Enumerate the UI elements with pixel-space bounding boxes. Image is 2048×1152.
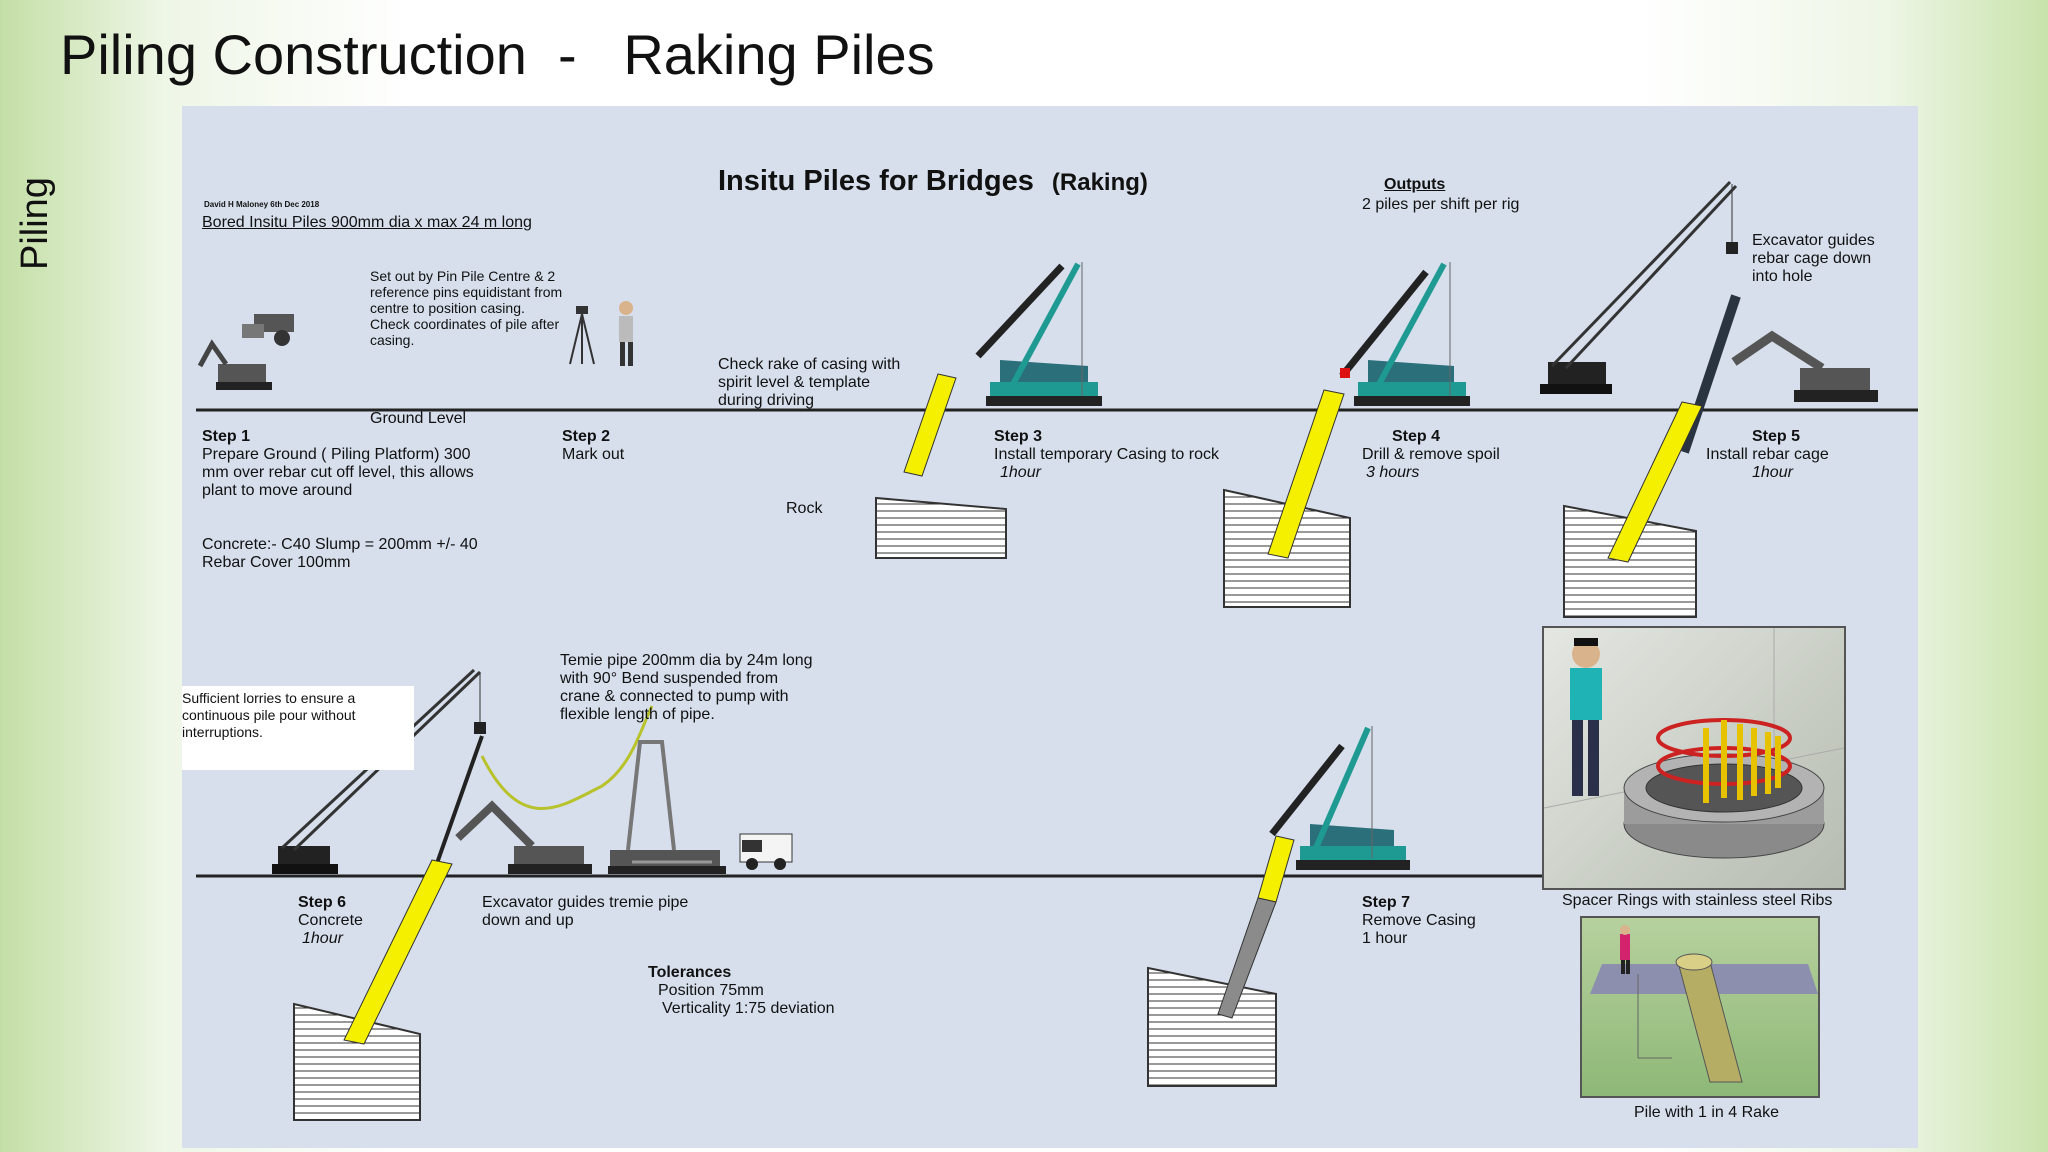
rake-check-note: Check rake of casing with spirit level &…	[718, 356, 901, 409]
concrete-pump-truck	[608, 740, 726, 874]
outputs-heading: Outputs	[1384, 176, 1446, 193]
piling-rig-step4	[1339, 262, 1470, 406]
ground-level-label: Ground Level	[370, 410, 467, 427]
step-4: Step 4 Drill & remove spoil 3 hours	[1362, 428, 1562, 482]
raked-pile-image	[1580, 916, 1820, 1098]
step-5-desc: Install rebar cage	[1706, 446, 1829, 463]
tolerance-verticality: Verticality 1:75 deviation	[662, 1000, 835, 1017]
piling-rig-step7	[1269, 726, 1410, 870]
diagram-title-main: Insitu Piles for Bridges	[718, 165, 1034, 197]
excavator-step5	[1731, 330, 1878, 402]
lorries-note: Sufficient lorries to ensure a continuou…	[182, 690, 356, 740]
outputs-text: 2 piles per shift per rig	[1362, 196, 1520, 213]
rock-block-step6	[293, 1002, 421, 1121]
casing-step5	[1607, 401, 1703, 563]
step-6-desc: Concrete	[298, 912, 363, 929]
casing-step3	[903, 373, 957, 477]
step-4-label: Step 4	[1392, 428, 1441, 445]
step-3: Step 3 Install temporary Casing to rock …	[994, 428, 1274, 482]
surveyor-icon	[569, 301, 633, 366]
step-6-time: 1hour	[302, 930, 343, 947]
step-3-label: Step 3	[994, 428, 1043, 445]
spacer-ring-illustration	[1543, 628, 1845, 859]
concrete-spec: Concrete:- C40 Slump = 200mm +/- 40	[202, 536, 478, 553]
spacer-caption: Spacer Rings with stainless steel Ribs	[1562, 892, 1833, 909]
rock-block-step7	[1147, 966, 1277, 1087]
rock-block-step5	[1563, 504, 1697, 618]
excavator-cage-note: Excavator guides rebar cage down into ho…	[1752, 232, 1875, 285]
rebar-cover: Rebar Cover 100mm	[202, 554, 351, 571]
crawler-crane-step5	[1540, 180, 1738, 394]
excavator-step6	[455, 800, 592, 874]
step-4-time: 3 hours	[1366, 464, 1420, 481]
pile-spec-subtitle: Bored Insitu Piles 900mm dia x max 24 m …	[202, 214, 532, 231]
rake-caption: Pile with 1 in 4 Rake	[1634, 1104, 1779, 1121]
step-1-label: Step 1	[202, 428, 251, 445]
casing-step6	[343, 859, 453, 1045]
side-label: Piling	[14, 177, 56, 270]
casing-step7-lower	[1217, 897, 1277, 1019]
step-2-desc: Mark out	[562, 446, 625, 463]
step-5-label: Step 5	[1752, 428, 1801, 445]
tremie-pipe-step6	[434, 735, 484, 867]
excavator-tremie-note: Excavator guides tremie pipe down and up	[482, 894, 689, 929]
casing-step4	[1267, 389, 1345, 559]
rock-label: Rock	[786, 500, 823, 517]
diagram-artwork	[196, 180, 1918, 1121]
step-3-desc: Install temporary Casing to rock	[994, 446, 1219, 463]
setout-note: Set out by Pin Pile Centre & 2 reference…	[370, 268, 563, 348]
step-6-label: Step 6	[298, 894, 347, 911]
diagram-title-suffix: (Raking)	[1051, 169, 1148, 196]
step-7-label: Step 7	[1362, 894, 1411, 911]
roller-icon	[242, 314, 294, 346]
raked-pile-illustration	[1590, 925, 1818, 1083]
tolerance-position: Position 75mm	[658, 982, 764, 999]
flexible-pipe	[480, 705, 654, 810]
step-6: Step 6 Concrete 1hour	[298, 894, 458, 948]
step-1-desc: Prepare Ground ( Piling Platform) 300 mm…	[202, 446, 474, 499]
step-2: Step 2 Mark out	[562, 428, 682, 464]
piling-rig-step3	[975, 262, 1102, 406]
step-5-time: 1hour	[1752, 464, 1793, 481]
tremie-note: Temie pipe 200mm dia by 24m long with 90…	[560, 652, 813, 723]
step-7-time: 1 hour	[1362, 930, 1408, 947]
casing-step7-upper	[1257, 835, 1295, 903]
step-7-desc: Remove Casing	[1362, 912, 1476, 929]
step-3-time: 1hour	[1000, 464, 1041, 481]
diagram-title: Insitu Piles for Bridges (Raking)	[718, 164, 1148, 200]
step-2-label: Step 2	[562, 428, 611, 445]
spacer-ring-image	[1542, 626, 1846, 890]
step-5: Step 5 Install rebar cage 1hour	[1706, 428, 1906, 482]
small-excavator-icon	[197, 339, 272, 390]
tolerances-heading: Tolerances	[648, 964, 732, 981]
step-1: Step 1 Prepare Ground ( Piling Platform)…	[202, 428, 492, 500]
slide-title: Piling Construction - Raking Piles	[60, 23, 935, 86]
author-line: David H Maloney 6th Dec 2018	[204, 200, 320, 209]
lorries-note-box	[182, 686, 414, 770]
rock-block-step3	[875, 496, 1007, 559]
step-4-desc: Drill & remove spoil	[1362, 446, 1500, 463]
step-7: Step 7 Remove Casing 1 hour	[1362, 894, 1522, 948]
diagram-panel: Insitu Piles for Bridges (Raking) David …	[182, 106, 1918, 1148]
concrete-lorry-icon	[739, 833, 793, 870]
